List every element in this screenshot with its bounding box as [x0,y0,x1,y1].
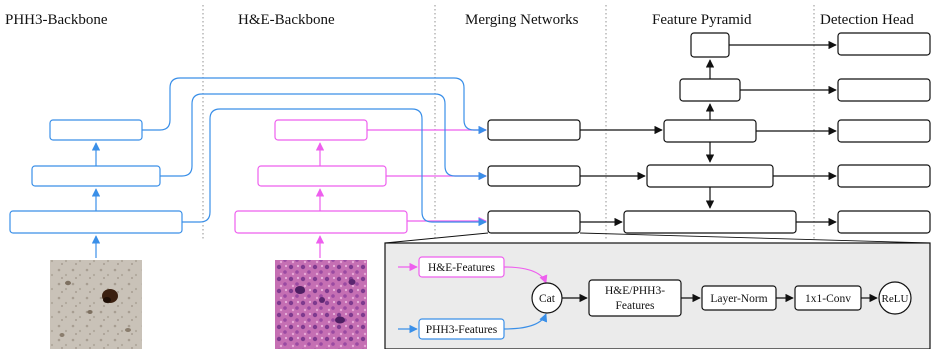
feature-pyramid [623,32,797,234]
phh3-level-2 [31,165,161,187]
detection-heads [837,32,931,234]
merging-networks [487,119,581,234]
pyramid-level-2 [646,164,774,188]
he-phh3-features-label-line1: H&E/PHH3- [605,285,665,297]
phh3-features-label: PHH3-Features [426,324,498,336]
he-phh3-features-label-line2: Features [616,300,655,312]
feature-pyramid-header: Feature Pyramid [652,12,752,28]
phh3-tissue-image [50,260,142,349]
phh3-backbone [9,119,183,234]
merge-block-1 [487,210,581,234]
phh3-backbone-header: PHH3-Backbone [5,12,108,28]
he-backbone-header: H&E-Backbone [238,12,335,28]
pyramid-connections [580,40,837,227]
he-level-2 [257,165,387,187]
layer-norm-label: Layer-Norm [710,293,767,305]
head-4 [837,78,931,102]
pyramid-level-5 [690,32,730,58]
head-3 [837,119,931,143]
conv-label: 1x1-Conv [805,293,851,305]
he-level-3 [274,119,368,141]
relu-node [878,281,912,315]
merge-block-2 [487,165,581,187]
head-1 [837,210,931,234]
he-level-1 [234,210,408,234]
pyramid-level-3 [663,119,757,143]
relu-label: ReLU [882,293,909,305]
he-tissue-image [275,260,367,349]
pyramid-level-1 [623,210,797,234]
merge-block-3 [487,119,581,141]
he-backbone [234,119,408,234]
cat-label: Cat [539,293,556,305]
merge-detail-callout: H&E-Features PHH3-Features Cat H&E/PHH3-… [384,232,931,350]
pyramid-level-4 [679,78,741,102]
phh3-level-3 [49,119,143,141]
detection-head-header: Detection Head [820,12,914,28]
merging-networks-header: Merging Networks [465,12,579,28]
head-2 [837,164,931,188]
he-features-label: H&E-Features [428,262,496,274]
head-5 [837,32,931,56]
phh3-level-1 [9,210,183,234]
phh3-skip-connections [142,77,487,227]
